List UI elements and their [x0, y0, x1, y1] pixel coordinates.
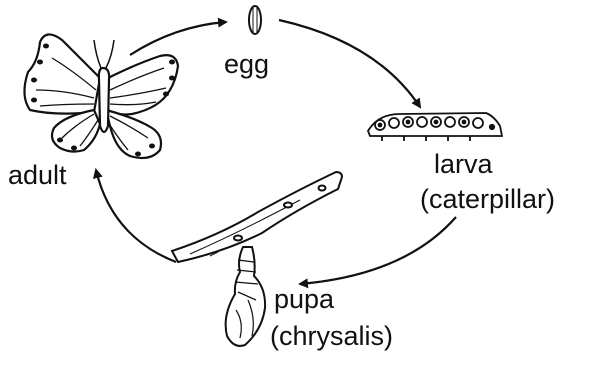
label-larva: larva	[434, 151, 493, 178]
arrow-adult-to-egg	[130, 22, 226, 55]
butterfly-right-forewing	[106, 55, 178, 114]
butterfly-icon	[24, 34, 178, 158]
branch-icon	[172, 172, 342, 262]
label-egg: egg	[224, 51, 269, 78]
label-pupa-sub: (chrysalis)	[270, 323, 393, 350]
arrow-larva-to-pupa	[300, 217, 456, 284]
egg-icon	[249, 6, 261, 34]
butterfly-right-hindwing	[106, 110, 161, 158]
caterpillar-icon	[368, 113, 502, 141]
butterfly-left-hindwing	[52, 110, 100, 152]
butterfly-antenna-right	[106, 40, 114, 68]
butterfly-antenna-left	[94, 40, 101, 68]
arrow-pupa-to-adult	[96, 170, 176, 262]
label-larva-sub: (caterpillar)	[420, 186, 555, 213]
label-adult: adult	[8, 162, 67, 189]
chrysalis-icon	[226, 247, 265, 346]
label-pupa: pupa	[274, 286, 334, 313]
butterfly-body	[99, 68, 109, 132]
arrow-egg-to-larva	[279, 20, 420, 107]
